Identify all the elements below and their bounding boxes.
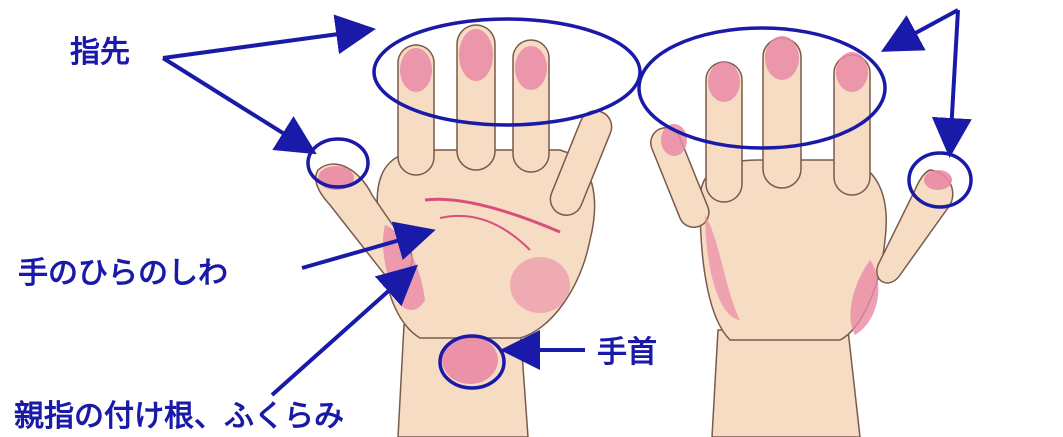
label-fingertips: 指先 bbox=[70, 35, 130, 70]
palm-hand bbox=[316, 25, 617, 437]
rash-palm-pad bbox=[510, 257, 570, 313]
arrow-fingertips-top bbox=[163, 30, 368, 58]
arrow-back-thumb bbox=[950, 10, 958, 150]
rash-fingertip-index bbox=[400, 48, 432, 92]
arrow-back-fingertips bbox=[888, 10, 958, 48]
back-wrist bbox=[712, 330, 860, 437]
arrow-fingertips-thumb bbox=[163, 58, 310, 150]
rash-back-fingertip-ring bbox=[708, 62, 740, 102]
rash-fingertip-ring bbox=[515, 46, 547, 90]
rash-back-thumb-tip bbox=[924, 170, 952, 190]
rash-back-fingertip-index bbox=[836, 52, 868, 92]
label-palm-creases: 手のひらのしわ bbox=[18, 256, 228, 291]
back-hand bbox=[646, 36, 953, 437]
rash-fingertip-middle bbox=[459, 29, 493, 81]
label-thumb-base: 親指の付け根、ふくらみ bbox=[14, 399, 344, 434]
label-wrist: 手首 bbox=[597, 335, 657, 370]
rash-back-fingertip-middle bbox=[765, 36, 799, 80]
arrow-thumb-base bbox=[272, 270, 412, 395]
